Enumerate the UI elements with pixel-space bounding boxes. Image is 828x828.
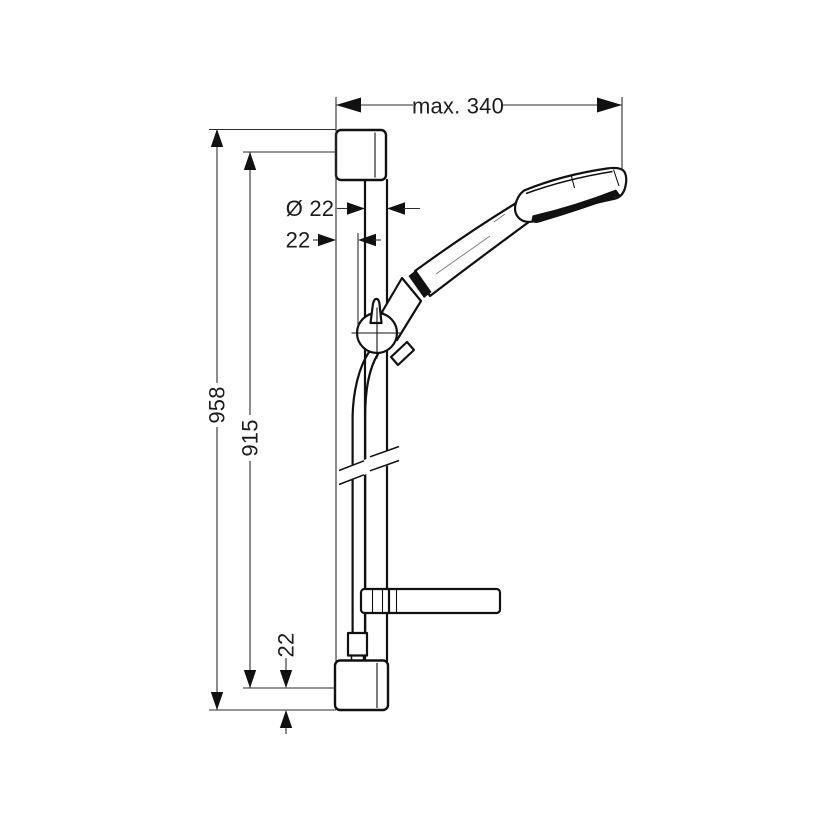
bar-diameter-arrow-left xyxy=(347,202,365,215)
dimension-overall-height: 958 xyxy=(205,129,230,710)
wall-bracket-bottom xyxy=(333,659,390,712)
overall-height-arrow-bottom xyxy=(210,692,224,710)
max-width-arrow-left xyxy=(336,97,361,113)
bar-diameter-label: Ø 22 xyxy=(286,196,335,221)
hand-shower xyxy=(380,166,628,367)
dimension-bar-diameter: Ø 22 xyxy=(286,196,420,221)
bracket-top-body xyxy=(334,128,388,182)
shower-head-seam xyxy=(525,170,613,195)
bracket-bottom-body xyxy=(333,659,390,712)
dimension-bar-length: 915 xyxy=(238,152,263,688)
shower-hose xyxy=(351,350,380,635)
overall-height-label: 958 xyxy=(205,386,230,423)
bottom-offset-label: 22 xyxy=(274,633,299,658)
hose-left-edge xyxy=(351,350,371,635)
hose-connector xyxy=(346,631,369,661)
dimension-bottom-offset: 22 xyxy=(274,633,299,734)
bar-length-arrow-top xyxy=(243,152,257,170)
wall-bracket-top xyxy=(334,128,388,182)
handle-highlight-dash xyxy=(493,213,506,223)
hose-right-edge xyxy=(364,352,380,635)
break-marks xyxy=(338,445,400,486)
wall-offset-label: 22 xyxy=(286,228,311,253)
dimension-wall-offset: 22 xyxy=(286,228,381,253)
max-width-arrow-right xyxy=(597,97,622,113)
break-line-lower xyxy=(338,459,400,486)
hose-connector-body xyxy=(346,631,369,657)
overall-height-arrow-top xyxy=(210,129,224,147)
shower-handle xyxy=(413,201,531,298)
bar-length-label: 915 xyxy=(238,419,263,456)
holder-cone-tip xyxy=(389,340,416,367)
break-line-upper xyxy=(338,445,400,472)
handle-highlight-line xyxy=(435,235,491,275)
slider-holder xyxy=(351,297,403,359)
max-width-label: max. 340 xyxy=(412,94,504,119)
bar-diameter-arrow-right xyxy=(387,202,405,215)
wall-offset-arrow-right xyxy=(358,233,376,247)
soap-dish-tray xyxy=(359,587,502,615)
bar-length-arrow-bottom xyxy=(243,670,257,688)
shower-head xyxy=(513,166,628,224)
handle-grip-band xyxy=(408,270,432,298)
shower-head-end-seam xyxy=(612,169,620,187)
release-knob xyxy=(369,297,383,325)
extension-lines xyxy=(209,97,623,711)
bottom-offset-arrow-up xyxy=(279,710,293,728)
bottom-offset-arrow-down xyxy=(279,670,293,688)
shower-head-cap-seam xyxy=(570,174,576,189)
soap-dish xyxy=(359,587,502,615)
break-mask xyxy=(339,446,399,485)
spray-face-edge xyxy=(531,189,621,223)
wall-offset-arrow-left xyxy=(318,233,336,247)
dimension-max-width: max. 340 xyxy=(336,94,622,119)
